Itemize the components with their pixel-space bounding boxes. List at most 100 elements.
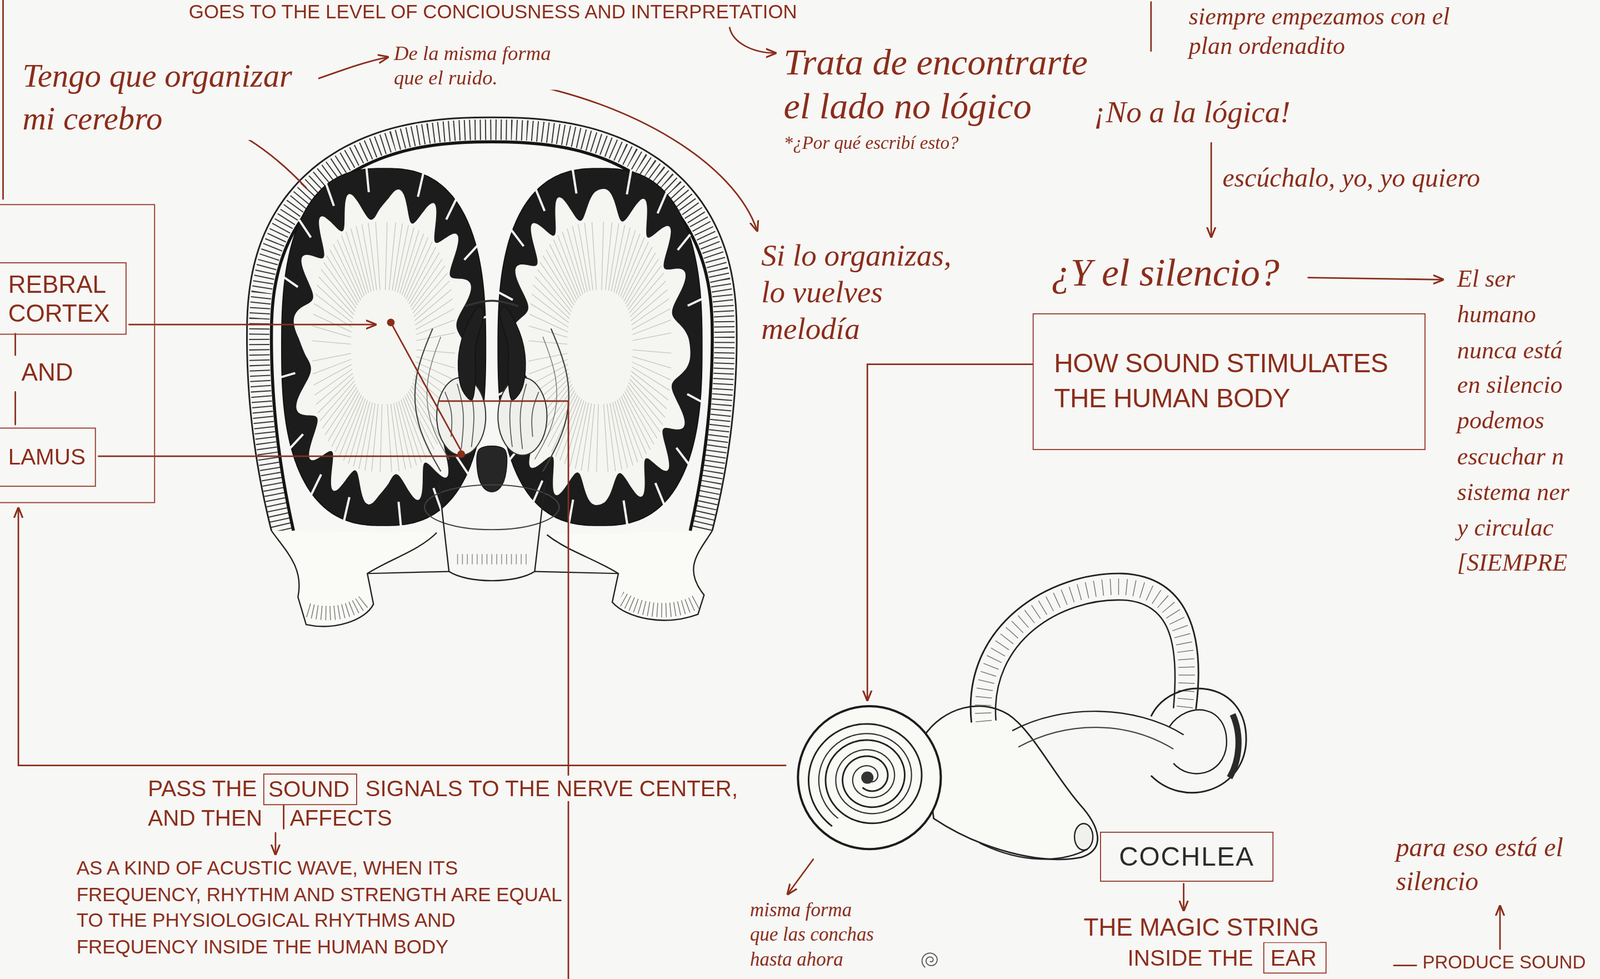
fiber xyxy=(316,373,353,405)
canal xyxy=(1169,710,1227,774)
fiber xyxy=(631,298,669,325)
fiber xyxy=(620,237,645,297)
ink-dot xyxy=(458,451,465,458)
fiber xyxy=(627,385,660,432)
sulcus xyxy=(676,447,689,464)
fiber xyxy=(622,393,650,450)
fiber xyxy=(410,258,443,307)
note-frame: ¡No a la lógica! xyxy=(1093,95,1291,130)
note-frame: De la misma forma que el ruido. xyxy=(393,40,566,90)
note-frame: PASS THE xyxy=(147,775,257,802)
fiber xyxy=(314,368,352,395)
box-text: COCHLEA xyxy=(1118,841,1255,872)
canal xyxy=(1018,727,1174,749)
fiber xyxy=(630,281,666,318)
leader-arrow xyxy=(1499,906,1502,949)
fiber xyxy=(312,359,352,374)
printed-label: GOES TO THE LEVEL OF CONCIOUSNESS AND IN… xyxy=(188,1,798,24)
insula xyxy=(415,328,442,472)
cortex xyxy=(281,168,486,526)
sulcus xyxy=(298,220,311,238)
note-frame: PRODUCE SOUND xyxy=(1422,952,1586,974)
fiber xyxy=(388,222,396,290)
note-frame: ¿Y el silencio? xyxy=(1051,251,1280,296)
duct xyxy=(979,842,1088,859)
handwritten-note: misma forma que las conchas hasta ahora xyxy=(750,897,883,971)
fiber xyxy=(403,237,428,297)
insula xyxy=(542,328,569,472)
fiber xyxy=(339,397,364,457)
box-text: SOUND xyxy=(268,776,350,802)
fiber xyxy=(337,239,363,298)
note-frame: AND THEN xyxy=(147,805,263,831)
sulcus xyxy=(283,277,298,287)
fiber xyxy=(603,403,609,472)
printed-label: SIGNALS TO THE NERVE CENTER, xyxy=(365,775,739,802)
fiber xyxy=(553,239,579,298)
note-frame: Trata de encontrarte el lado no lógico xyxy=(783,40,1113,129)
leader-arrow xyxy=(515,81,758,231)
ventricle xyxy=(500,306,526,400)
fiber xyxy=(528,359,568,374)
fiber xyxy=(325,387,357,435)
sulcus xyxy=(535,188,545,211)
fiber xyxy=(326,255,358,305)
leader-line xyxy=(2,0,4,199)
fiber xyxy=(632,350,672,354)
leader-arrow xyxy=(128,323,376,326)
fiber xyxy=(549,244,577,300)
fiber xyxy=(385,222,388,290)
fiber xyxy=(416,320,455,335)
fiber xyxy=(343,398,365,461)
note-frame: para eso está el silencio xyxy=(1396,831,1595,898)
fiber xyxy=(587,403,595,472)
fiber xyxy=(632,332,672,341)
fiber xyxy=(401,399,422,463)
fiber xyxy=(629,378,665,418)
brain-illustration xyxy=(246,117,737,627)
fiber xyxy=(321,269,355,312)
leader-arrow xyxy=(1210,142,1213,237)
fiber xyxy=(415,298,453,325)
sulcus xyxy=(456,456,469,475)
printed-label: AS A KIND OF ACUSTIC WAVE, WHEN ITS FREQ… xyxy=(76,855,565,960)
fiber xyxy=(631,289,668,321)
skull-base xyxy=(367,571,619,574)
note-frame: *¿Por qué escribí esto? xyxy=(783,132,959,154)
fiber xyxy=(621,396,647,455)
sulcus xyxy=(687,393,702,402)
fiber xyxy=(346,231,367,295)
concept-box: EAR xyxy=(1263,941,1327,974)
fiber xyxy=(562,231,583,295)
note-frame: AFFECTS xyxy=(290,805,393,831)
leader-arrow xyxy=(867,364,1033,700)
fiber xyxy=(596,403,599,472)
sulcus xyxy=(464,245,478,260)
sulcus xyxy=(343,497,350,522)
fiber xyxy=(375,222,380,290)
sulcus xyxy=(572,168,577,194)
fiber xyxy=(631,366,670,390)
note-frame: siempre empezamos con el plan ordenadito xyxy=(1188,2,1457,62)
fiber xyxy=(407,247,437,302)
note-frame: Si lo organizas, lo vuelves melodía xyxy=(761,236,981,347)
printed-label: INSIDE THE xyxy=(1127,945,1254,971)
fiber xyxy=(632,308,671,330)
sulcus xyxy=(626,170,632,195)
fiber xyxy=(402,233,424,295)
fiber xyxy=(622,242,649,300)
box-text: EAR xyxy=(1270,945,1317,971)
cochlea-apex xyxy=(861,771,874,784)
handwritten-note: Trata de encontrarte el lado no lógico xyxy=(783,40,1113,129)
fiber xyxy=(351,228,369,293)
thalamus-lobe xyxy=(436,377,486,456)
skull-base xyxy=(546,530,713,620)
base-outline xyxy=(424,484,559,530)
concept-box: COCHLEA xyxy=(1100,831,1274,882)
fiber xyxy=(406,393,434,450)
fiber xyxy=(415,308,454,330)
fiber xyxy=(615,401,633,466)
fiber xyxy=(322,383,356,428)
fiber xyxy=(567,228,585,293)
